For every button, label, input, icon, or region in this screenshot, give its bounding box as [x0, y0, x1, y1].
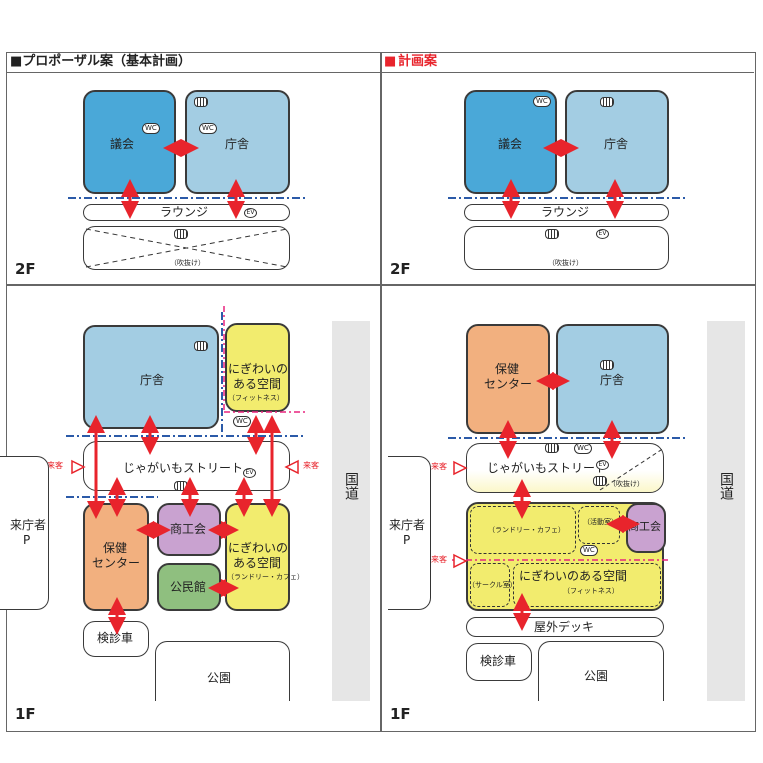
header-rule — [6, 52, 754, 73]
right-1f-health-line1: 保健 — [495, 362, 520, 376]
right-1f-deck-label: 屋外デッキ — [534, 620, 595, 634]
left-1f-exam-car — [83, 621, 149, 657]
right-2f-void — [464, 226, 669, 270]
right-1f-park — [538, 641, 664, 701]
right-2f-ev-icon: EV — [596, 229, 609, 239]
right-2f-wc-badge: WC — [533, 96, 551, 107]
right-1f-street-stair-icon-2 — [593, 476, 607, 486]
left-1f-nigiwai-bot-line1: にぎわいの — [228, 541, 289, 555]
left-1f-office-label: 庁舎 — [140, 373, 165, 387]
right-1f-wc-badge: WC — [580, 545, 598, 556]
left-2f-lounge-label: ラウンジ — [160, 205, 209, 219]
right-1f-visitor-top: 来客 — [431, 462, 447, 471]
right-1f-road-label: 国道 — [718, 472, 734, 500]
left-1f-visitor-left-arrow — [71, 459, 86, 475]
left-1f-visitor-left: 来客 — [47, 461, 63, 470]
right-1f-fitness-label: （フィットネス） — [563, 587, 619, 595]
left-1f-nigiwai-top-line1: にぎわいの — [228, 362, 289, 376]
right-2f-office-room — [565, 90, 669, 194]
right-1f-street-label: じゃがいもストリート — [487, 461, 608, 475]
left-1f-health-line1: 保健 — [103, 541, 128, 555]
left-2f-office-label: 庁舎 — [225, 137, 250, 151]
left-1f-road — [332, 321, 370, 701]
left-1f-nigiwai-bot-line3: （ランドリー・カフェ） — [227, 573, 304, 581]
right-1f-visitor-bot-arrow — [453, 553, 468, 569]
left-1f-visitor-right: 来客 — [303, 461, 319, 470]
right-1f-nigiwai-label: にぎわいのある空間 — [519, 569, 628, 583]
left-1f-road-label: 国道 — [343, 472, 359, 500]
left-2f-void-diag-2 — [85, 228, 288, 268]
right-1f-void-diag — [599, 447, 665, 491]
right-header-mark: ■ — [384, 54, 397, 69]
right-2f-assembly-label: 議会 — [498, 137, 523, 151]
right-2f-office-label: 庁舎 — [604, 137, 629, 151]
right-1f-laundry-label: （ランドリー・カフェ） — [488, 526, 565, 534]
right-2f-stair-icon — [600, 97, 614, 107]
left-2f-assembly-room — [83, 90, 176, 194]
left-1f-floor-label: 1F — [15, 705, 36, 723]
right-1f-office-label: 庁舎 — [600, 373, 625, 387]
left-2f-wc-badge-1: WC — [142, 123, 160, 134]
right-2f-frame — [380, 52, 756, 286]
right-2f-void-stair-icon — [545, 229, 559, 239]
right-1f-activity-label: （活動室） — [583, 518, 618, 526]
right-1f-circle-zone — [470, 563, 510, 607]
right-1f-visitor-bot: 来客 — [431, 555, 447, 564]
right-1f-exam-car — [466, 643, 532, 681]
left-1f-community-label: 公民館 — [170, 580, 207, 594]
right-1f-parking-line1: 来庁者 — [389, 518, 426, 532]
left-2f-office-room — [185, 90, 290, 194]
right-1f-void-label: （吹抜け） — [609, 480, 644, 488]
right-1f-visitor-top-arrow — [453, 460, 468, 476]
left-1f-health-line2: センター — [92, 556, 141, 570]
right-1f-park-label: 公園 — [584, 669, 609, 683]
right-1f-wc-badge-top: WC — [574, 443, 592, 454]
left-2f-floor-label: 2F — [15, 260, 36, 278]
right-1f-stair-icon — [600, 360, 614, 370]
left-1f-parking-line2: P — [23, 533, 31, 547]
right-1f-fitness-zone — [513, 563, 661, 607]
right-1f-health-line2: センター — [484, 377, 533, 391]
left-1f-park — [155, 641, 290, 701]
left-1f-nigiwai-fitness — [225, 323, 290, 412]
right-1f-road — [707, 321, 745, 701]
left-header: ■プロポーザル案（基本計画） — [10, 54, 192, 69]
left-1f-nigiwai-top-line2: ある空間 — [233, 377, 282, 391]
right-1f-street-stair-icon-1 — [545, 443, 559, 453]
right-2f-floor-label: 2F — [390, 260, 411, 278]
right-1f-parking-line2: P — [403, 533, 411, 547]
left-2f-stair-icon — [194, 97, 208, 107]
left-1f-nigiwai-bot-line2: ある空間 — [233, 556, 282, 570]
left-2f-void-label: （吹抜け） — [170, 259, 205, 267]
right-1f-exam-car-label: 検診車 — [480, 654, 517, 668]
right-1f-parking — [388, 456, 431, 610]
left-2f-assembly-label: 議会 — [110, 137, 135, 151]
left-2f-void-stair-icon — [174, 229, 188, 239]
left-1f-parking — [0, 456, 49, 610]
right-1f-floor-label: 1F — [390, 705, 411, 723]
right-1f-circle-label: （サークル室） — [468, 581, 517, 589]
left-2f-wc-badge-2: WC — [199, 123, 217, 134]
left-2f-frame — [6, 52, 382, 286]
left-1f-park-label: 公園 — [207, 671, 232, 685]
right-1f-ev-icon: EV — [596, 460, 609, 470]
left-1f-parking-line1: 来庁者 — [10, 518, 47, 532]
left-1f-visitor-right-arrow — [284, 459, 299, 475]
right-header: 計画案 — [398, 54, 438, 69]
left-1f-commerce-label: 商工会 — [170, 522, 207, 536]
left-1f-street-label: じゃがいもストリート — [123, 461, 244, 475]
right-2f-void-label: （吹抜け） — [548, 259, 583, 267]
right-2f-lounge-label: ラウンジ — [541, 205, 590, 219]
left-1f-nigiwai-top-line3: （フィットネス） — [228, 394, 284, 402]
left-1f-stair-icon — [194, 341, 208, 351]
right-1f-frame — [380, 284, 756, 732]
